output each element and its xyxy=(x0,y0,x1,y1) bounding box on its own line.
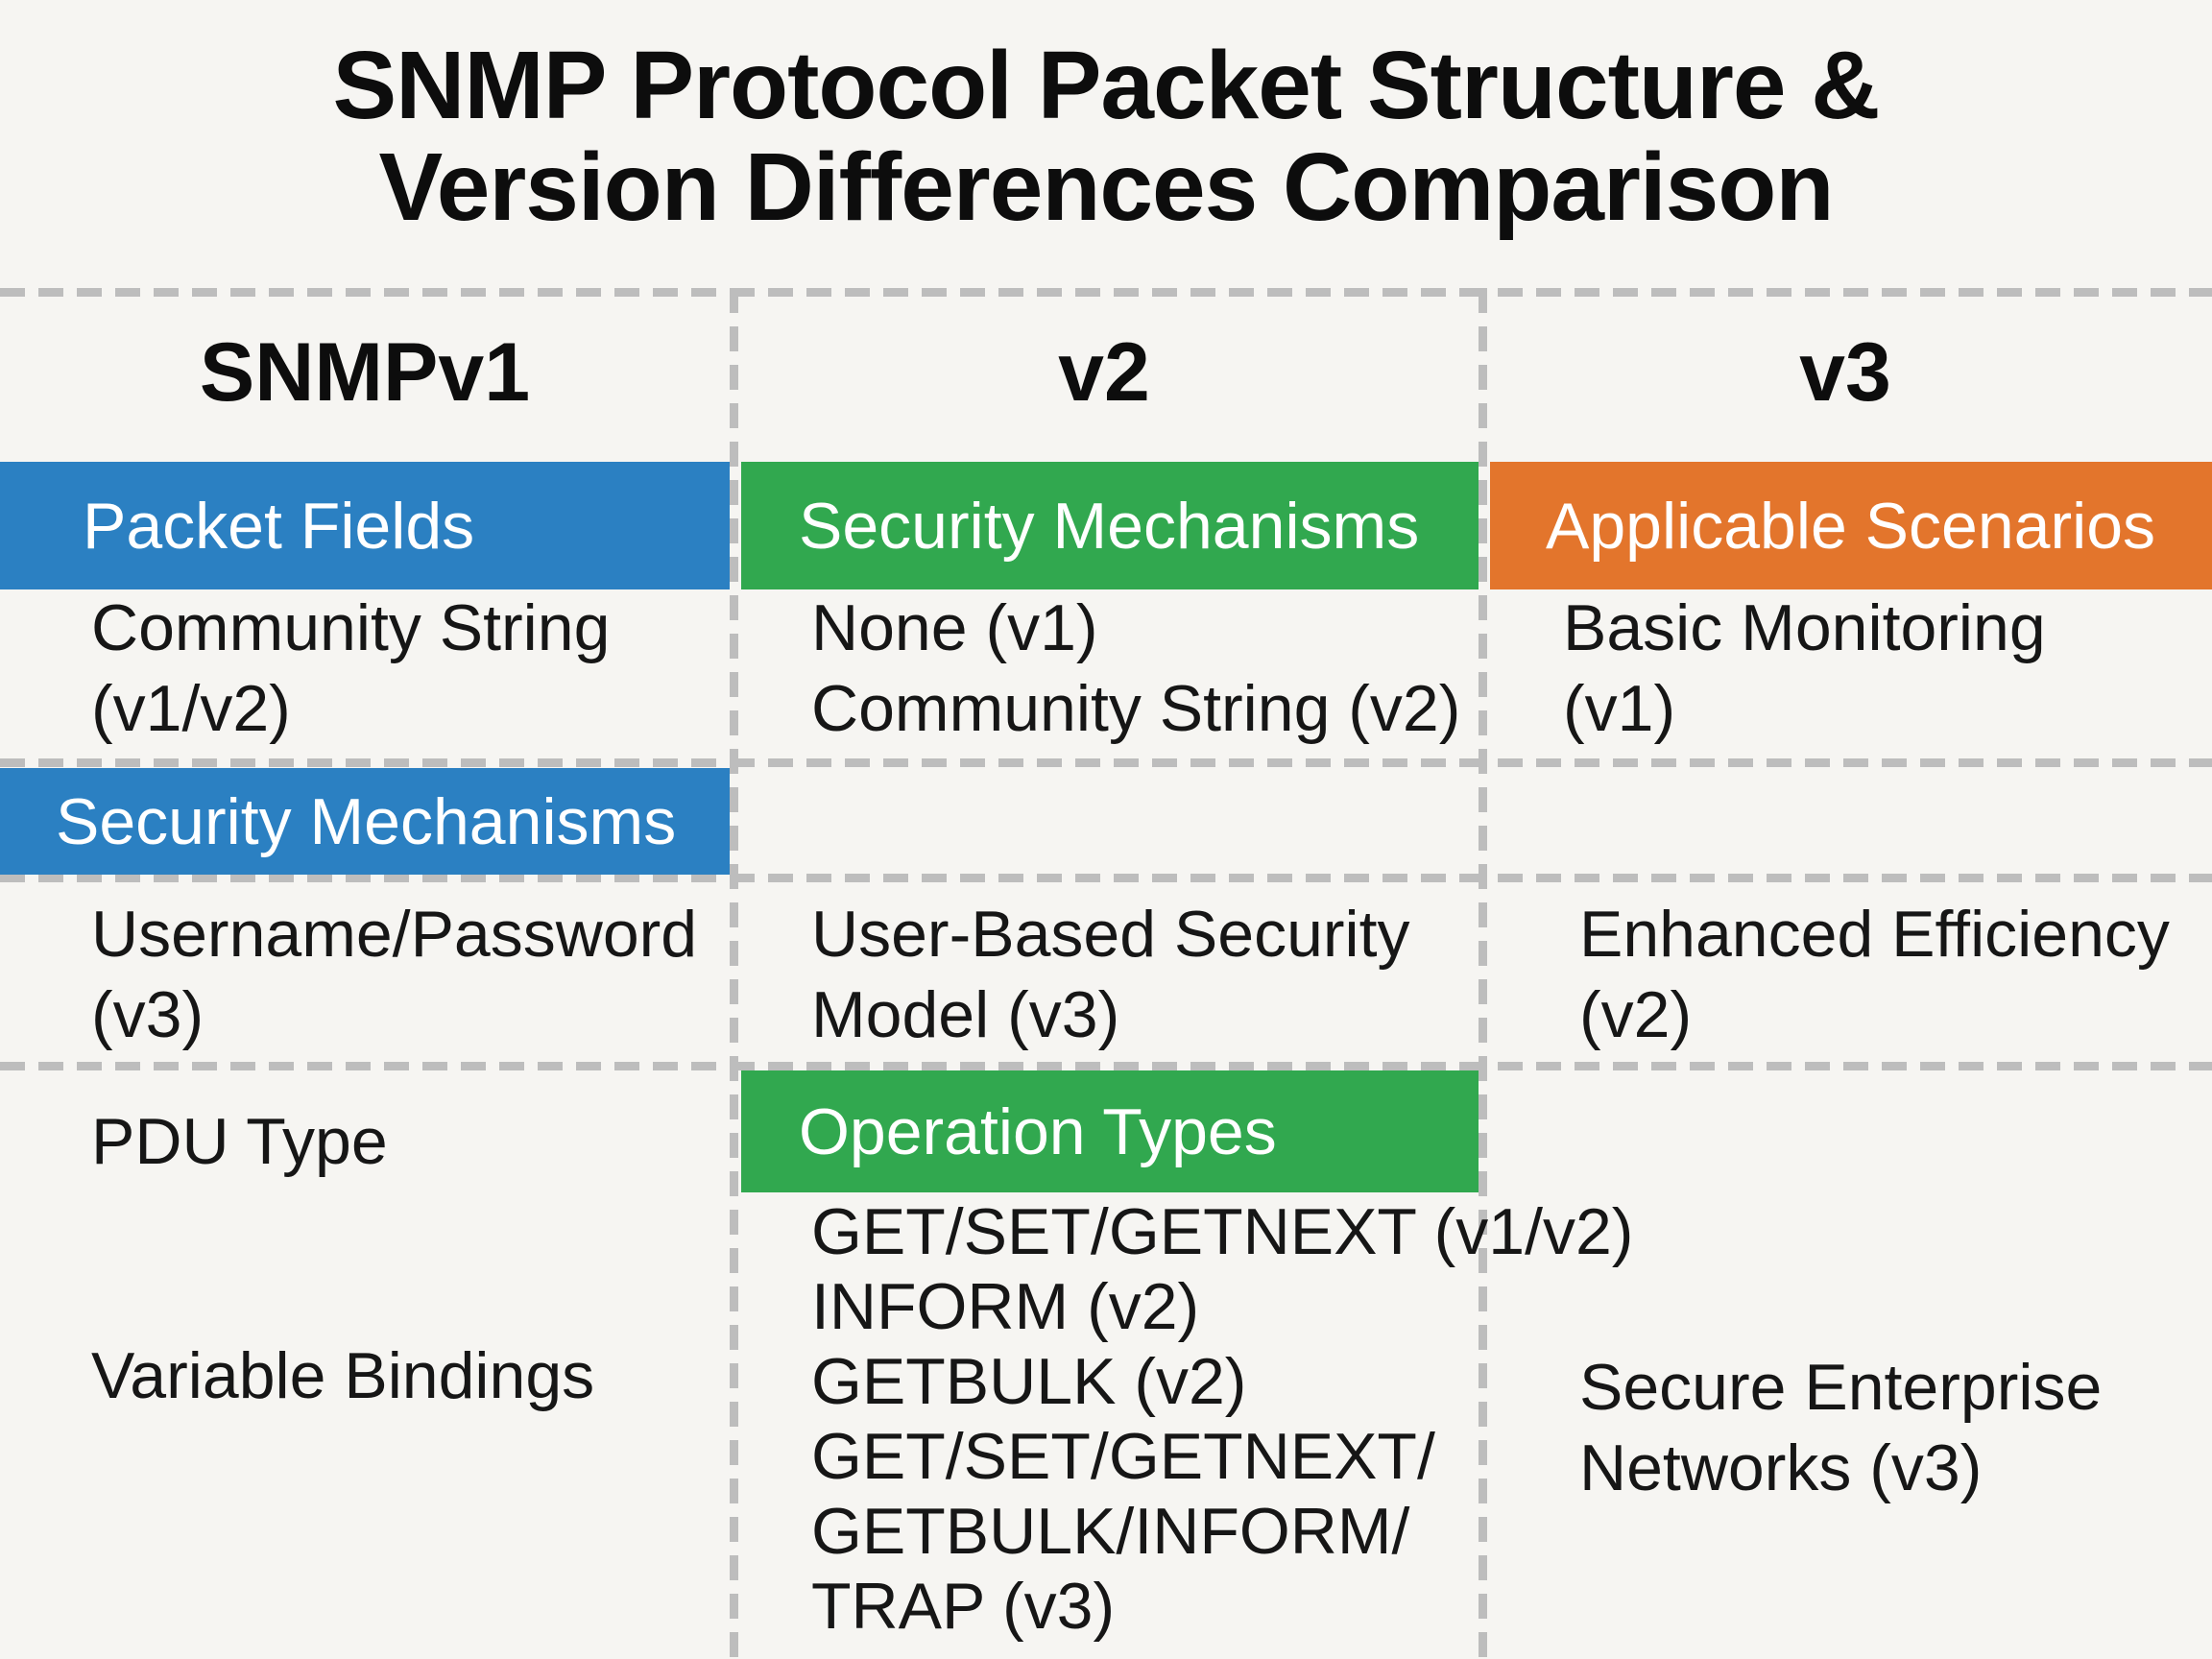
page-title-line-2: Version Differences Comparison xyxy=(378,133,1835,241)
band-operation-types: Operation Types xyxy=(741,1070,1479,1192)
cell-line: Community String (v2) xyxy=(811,672,1461,745)
grid-hline-2 xyxy=(0,758,2212,767)
cell-line: Variable Bindings xyxy=(91,1339,595,1412)
cell-line: Networks (v3) xyxy=(1579,1431,1983,1504)
cell-secure-enterprise-networks: Secure Enterprise Networks (v3) xyxy=(1579,1347,2102,1508)
cell-pdu-type: PDU Type xyxy=(91,1101,388,1182)
band-security-mechanisms-v2: Security Mechanisms xyxy=(741,462,1479,589)
grid-vline-1 xyxy=(730,288,738,1659)
cell-line: TRAP (v3) xyxy=(811,1570,1116,1643)
band-security-mechanisms-v1-label: Security Mechanisms xyxy=(56,784,677,858)
band-operation-types-label: Operation Types xyxy=(799,1094,1277,1168)
band-security-mechanisms-v2-label: Security Mechanisms xyxy=(799,489,1420,563)
cell-line: PDU Type xyxy=(91,1105,388,1178)
band-security-mechanisms-v1: Security Mechanisms xyxy=(0,768,730,875)
page-title-line-1: SNMP Protocol Packet Structure & xyxy=(332,32,1880,139)
cell-line: INFORM (v2) xyxy=(811,1270,1200,1343)
cell-operation-list: GET/SET/GETNEXT (v1/v2) INFORM (v2) GETB… xyxy=(811,1194,1633,1644)
cell-line: (v2) xyxy=(1579,978,1693,1051)
grid-hline-4 xyxy=(0,1062,2212,1070)
cell-line: GETBULK (v2) xyxy=(811,1345,1247,1418)
grid-vline-2 xyxy=(1479,288,1487,1659)
cell-enhanced-efficiency: Enhanced Efficiency (v2) xyxy=(1579,894,2170,1055)
cell-line: Secure Enterprise xyxy=(1579,1351,2103,1424)
column-header-snmpv1: SNMPv1 xyxy=(199,326,531,419)
cell-line: User-Based Security xyxy=(811,898,1410,971)
band-applicable-scenarios-label: Applicable Scenarios xyxy=(1546,489,2156,563)
cell-line: Basic Monitoring xyxy=(1563,591,2046,664)
cell-line: Model (v3) xyxy=(811,978,1120,1051)
cell-variable-bindings: Variable Bindings xyxy=(91,1335,594,1416)
column-header-v3: v3 xyxy=(1799,326,1891,419)
cell-line: (v3) xyxy=(91,978,204,1051)
cell-none-community-string: None (v1) Community String (v2) xyxy=(811,588,1460,749)
cell-basic-monitoring: Basic Monitoring (v1) xyxy=(1563,588,2046,749)
cell-line: Community String xyxy=(91,591,611,664)
column-header-v2: v2 xyxy=(1058,326,1150,419)
band-packet-fields-label: Packet Fields xyxy=(83,489,475,563)
grid-hline-top xyxy=(0,288,2212,297)
cell-line: Enhanced Efficiency xyxy=(1579,898,2170,971)
cell-line: (v1) xyxy=(1563,672,1676,745)
cell-community-string: Community String (v1/v2) xyxy=(91,588,610,749)
grid-hline-3 xyxy=(0,874,2212,882)
band-packet-fields: Packet Fields xyxy=(0,462,730,589)
cell-line: GET/SET/GETNEXT (v1/v2) xyxy=(811,1195,1634,1268)
cell-line: GETBULK/INFORM/ xyxy=(811,1495,1410,1568)
cell-line: Username/Password xyxy=(91,898,698,971)
cell-line: GET/SET/GETNEXT/ xyxy=(811,1420,1435,1493)
cell-line: (v1/v2) xyxy=(91,672,291,745)
band-applicable-scenarios: Applicable Scenarios xyxy=(1490,462,2212,589)
cell-username-password: Username/Password (v3) xyxy=(91,894,697,1055)
cell-line: None (v1) xyxy=(811,591,1098,664)
cell-user-based-security-model: User-Based Security Model (v3) xyxy=(811,894,1410,1055)
page-title: SNMP Protocol Packet Structure & Version… xyxy=(0,35,2212,238)
